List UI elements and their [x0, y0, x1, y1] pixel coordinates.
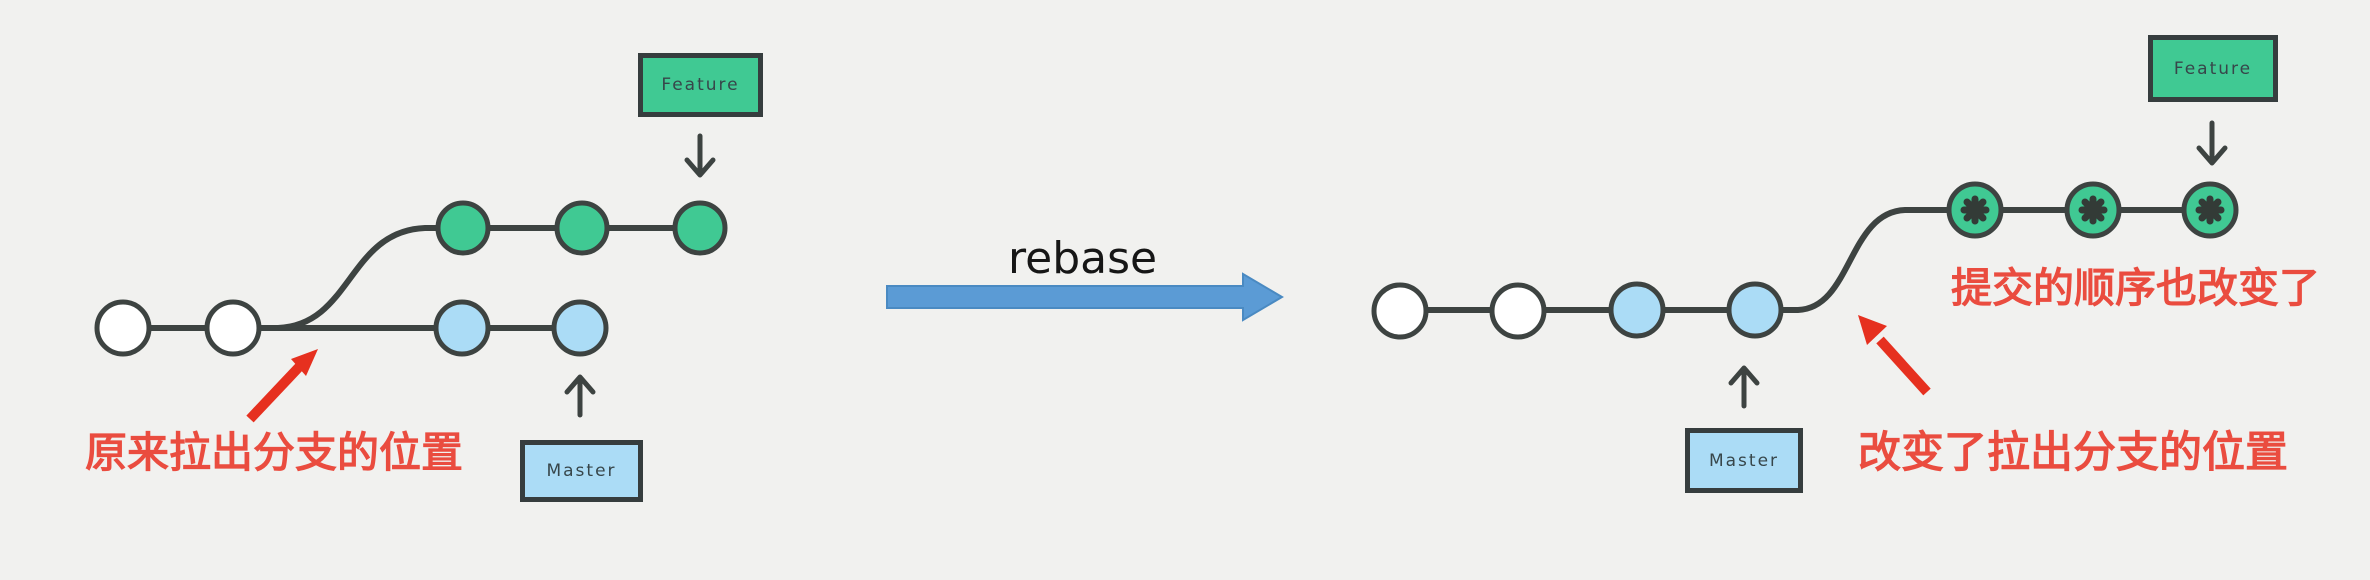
left-annotation-text: 原来拉出分支的位置 [85, 428, 464, 477]
right-feature-box: Feature [2148, 35, 2278, 102]
left-feature-branch-curve [277, 225, 700, 331]
commit-asterisk-icon [2078, 195, 2108, 225]
right-annotation-order-text: 提交的顺序也改变了 [1951, 264, 2320, 312]
left-commit-graph [94, 133, 728, 423]
right-commit-master-2 [1726, 281, 1784, 339]
left-commit-feature-1 [435, 200, 491, 256]
right-master-label: Master [1708, 450, 1780, 471]
commit-asterisk-icon [1960, 195, 1990, 225]
right-commit-graph [1371, 120, 2239, 409]
right-feature-branch-curve [1755, 207, 2210, 313]
left-commit-feature-3 [672, 200, 728, 256]
left-commit-shared-1 [94, 299, 152, 357]
left-master-label: Master [546, 461, 617, 481]
left-commit-master-2 [551, 299, 609, 357]
left-commit-feature-2 [554, 200, 610, 256]
rebase-label: rebase [1008, 233, 1158, 284]
left-feature-label: Feature [661, 75, 740, 95]
left-feature-box: Feature [638, 53, 763, 117]
left-master-box: Master [520, 440, 643, 502]
left-commit-shared-2 [204, 299, 262, 357]
right-master-arrow-up-icon [1728, 365, 1760, 409]
left-annotation-arrow-icon [246, 349, 318, 423]
left-master-arrow-up-icon [564, 374, 596, 418]
right-commit-master-1 [1608, 281, 1666, 339]
right-commit-feature-3 [2181, 181, 2239, 239]
rebase-arrow-icon [886, 272, 1284, 322]
right-commit-feature-2 [2064, 181, 2122, 239]
commit-asterisk-icon [2195, 195, 2225, 225]
left-feature-arrow-down-icon [684, 133, 716, 178]
right-commit-shared-1 [1371, 282, 1429, 340]
right-feature-label: Feature [2173, 58, 2253, 79]
right-commit-shared-2 [1489, 282, 1547, 340]
right-annotation-branch-text: 改变了拉出分支的位置 [1858, 428, 2288, 478]
right-commit-feature-1 [1946, 181, 2004, 239]
left-commit-master-1 [433, 299, 491, 357]
right-annotation-arrow-icon [1858, 315, 1931, 396]
right-master-box: Master [1685, 428, 1803, 493]
right-feature-arrow-down-icon [2196, 120, 2228, 166]
